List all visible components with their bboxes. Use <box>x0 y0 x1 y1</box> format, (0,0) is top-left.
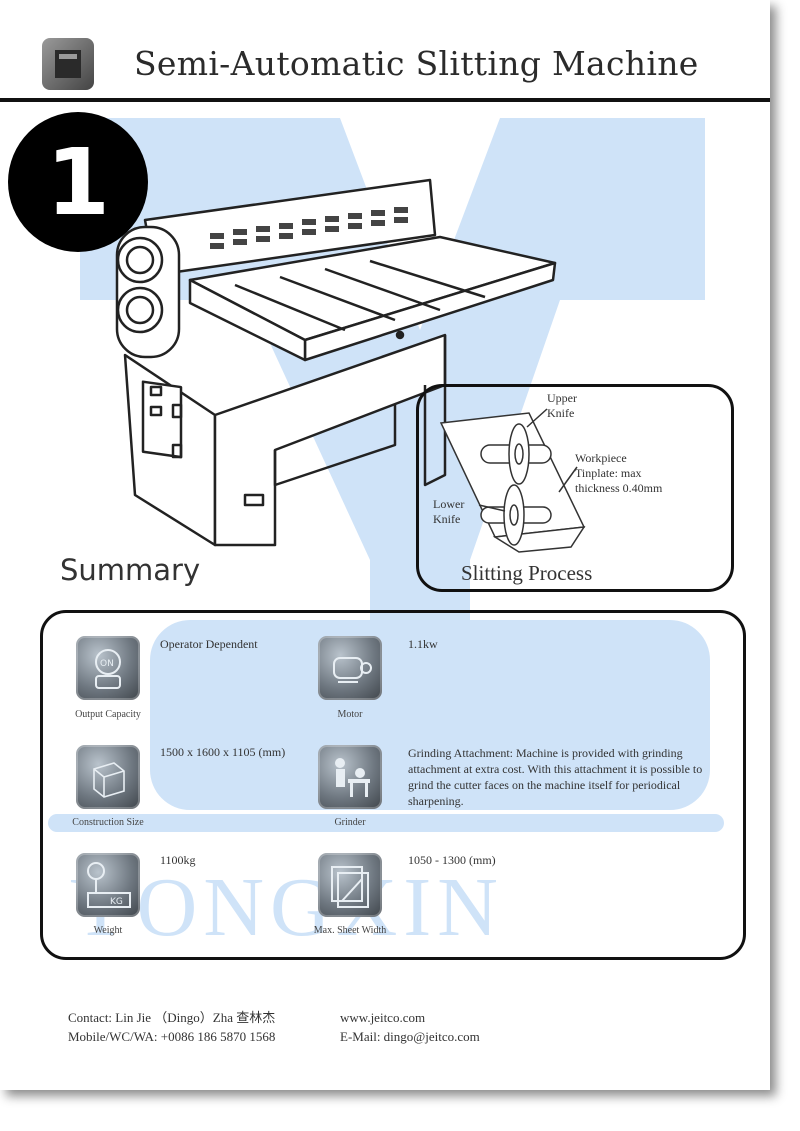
motor-icon <box>318 636 382 700</box>
page-title: Semi-Automatic Slitting Machine <box>134 44 699 83</box>
svg-text:KG: KG <box>110 897 123 907</box>
highlight-band <box>48 814 724 832</box>
upper-knife-label: Upper <box>547 391 577 405</box>
grinder-description: Grinding Attachment: Machine is provided… <box>408 746 703 808</box>
spec-value: Operator Dependent <box>160 637 258 651</box>
contact-name: Contact: Lin Jie （Dingo）Zha 查林杰 <box>68 1010 276 1025</box>
machine-thumbnail-icon <box>42 38 94 90</box>
spec-label: Grinder <box>334 817 366 828</box>
spec-value: 1500 x 1600 x 1105 (mm) <box>160 745 286 759</box>
workpiece-thickness-label: thickness 0.40mm <box>575 481 663 495</box>
cube-icon <box>76 745 140 809</box>
grinder-icon <box>318 745 382 809</box>
spec-label: Motor <box>337 709 363 720</box>
watermark-text: YONGXIN <box>70 861 504 954</box>
summary-panel <box>40 610 746 960</box>
contact-block: Contact: Lin Jie （Dingo）Zha 查林杰 Mobile/W… <box>68 1008 275 1046</box>
scale-icon: KG <box>76 853 140 917</box>
spec-label: Max. Sheet Width <box>313 925 387 936</box>
spec-label: Weight <box>93 925 123 936</box>
svg-text:ON: ON <box>100 659 114 669</box>
lower-knife-label: Lower <box>433 497 465 511</box>
spec-value: 1050 - 1300 (mm) <box>408 853 496 867</box>
workpiece-label: Workpiece <box>575 451 627 465</box>
lower-knife-label-2: Knife <box>433 512 461 526</box>
web-contact-block: www.jeitco.com E-Mail: dingo@jeitco.com <box>340 1008 480 1046</box>
slitting-process-title: Slitting Process <box>461 561 593 585</box>
document-page: YONGXIN Semi-Automatic Slitting Machine … <box>0 38 770 1046</box>
contact-phone: Mobile/WC/WA: +0086 186 5870 1568 <box>68 1029 276 1044</box>
header-divider <box>0 98 770 102</box>
summary-heading: Summary <box>60 553 201 587</box>
output-capacity-icon: ON <box>76 636 140 700</box>
machine-illustration <box>115 178 557 547</box>
spec-value: 1100kg <box>160 853 196 867</box>
section-number-badge: 1 <box>8 112 148 252</box>
spec-label: Construction Size <box>72 817 144 828</box>
spec-value: 1.1kw <box>408 637 438 651</box>
email-link[interactable]: E-Mail: dingo@jeitco.com <box>340 1029 480 1044</box>
sheet-width-icon <box>318 853 382 917</box>
website-link[interactable]: www.jeitco.com <box>340 1010 426 1025</box>
slitting-process-diagram <box>439 408 586 553</box>
upper-knife-label-2: Knife <box>547 406 575 420</box>
workpiece-material-label: Tinplate: max <box>575 466 642 480</box>
spec-label: Output Capacity <box>75 709 141 720</box>
slitting-process-panel: Upper Knife Workpiece Tinplate: max thic… <box>416 384 734 592</box>
